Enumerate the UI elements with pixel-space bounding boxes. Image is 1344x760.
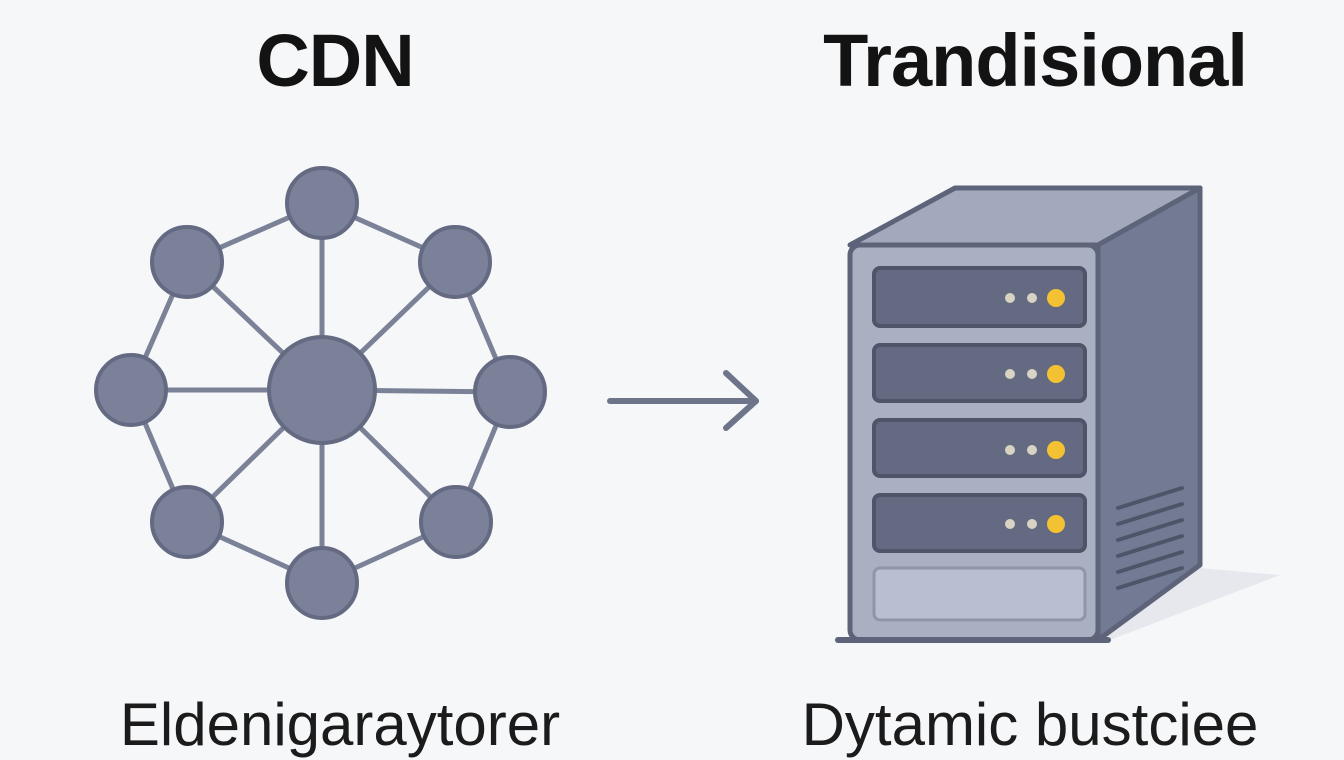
traditional-title: Trandisional [823,19,1248,102]
server-vents [1116,486,1184,590]
server-side [1095,185,1203,643]
network-hub-icon [94,166,547,620]
traditional-caption: Dytamic bustciee [801,691,1259,758]
server-tower-icon [835,185,1280,643]
drive-bay [872,493,1087,553]
empty-bay [872,566,1087,622]
edge-node [473,355,547,429]
drive-bay [872,343,1087,403]
drive-bay [872,418,1087,478]
edge-node [150,485,224,559]
edge-node [285,166,359,240]
edge-node [94,353,168,427]
cdn-title: CDN [256,19,414,102]
edge-node [418,225,492,299]
arrow-right-icon [607,370,759,431]
edge-node [285,546,359,620]
network-nodes [94,166,547,620]
edge-node [150,225,224,299]
edge-node [419,485,493,559]
drive-bay [872,266,1087,328]
hub-node [267,335,377,445]
cdn-caption: Eldenigaraytorer [119,691,561,758]
